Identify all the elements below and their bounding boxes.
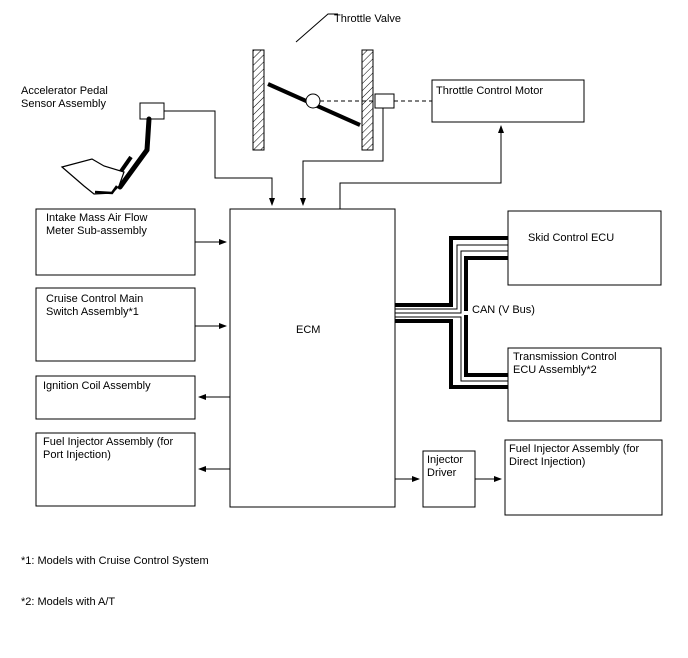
injector-driver-label-line2: Driver — [427, 467, 457, 479]
throttle-control-motor: Throttle Control Motor — [431, 79, 585, 123]
pedal-sensor-box — [139, 102, 165, 120]
signal-lines — [164, 108, 504, 482]
injector-driver-label-line1: Injector — [427, 454, 463, 466]
transmission-control-ecu-label-line1: Transmission Control — [513, 351, 617, 363]
direct-injector-box — [504, 439, 663, 516]
shoe-sole — [94, 185, 119, 195]
throttle-body-wall-right — [361, 49, 374, 151]
cruise-control-switch-label-line2: Switch Assembly*1 — [46, 306, 139, 318]
accelerator-pedal-label-line1: Accelerator Pedal — [21, 85, 108, 97]
maf-meter: Intake Mass Air Flow Meter Sub-assembly — [35, 208, 196, 276]
maf-meter-label-line2: Meter Sub-assembly — [46, 225, 147, 237]
accelerator-pedal-sensor-assembly: Accelerator Pedal Sensor Assembly — [21, 85, 165, 195]
cruise-control-switch: Cruise Control Main Switch Assembly*1 — [35, 287, 196, 362]
cruise-control-switch-label-line1: Cruise Control Main — [46, 293, 143, 305]
ecm-label: ECM — [296, 324, 320, 336]
cruise-control-switch-box — [35, 287, 196, 362]
throttle-valve-label: Throttle Valve — [334, 13, 401, 25]
skid-control-ecu: Skid Control ECU — [507, 210, 662, 286]
throttle-sensor-to-ecm-line — [300, 108, 384, 206]
port-injector-label-line1: Fuel Injector Assembly (for — [43, 436, 174, 448]
throttle-valve-assembly: Throttle Valve — [252, 13, 432, 151]
pedal-to-ecm-line — [164, 110, 275, 206]
can-line-thick-inner-bottom — [464, 315, 508, 377]
can-line-thick-inner-top — [464, 256, 508, 311]
can-bus: CAN (V Bus) — [395, 236, 535, 389]
throttle-valve-leader — [295, 13, 338, 43]
ignition-coil: Ignition Coil Assembly — [35, 375, 196, 420]
can-line-inner-3 — [395, 316, 508, 382]
maf-meter-label-line1: Intake Mass Air Flow — [46, 212, 148, 224]
port-injector: Fuel Injector Assembly (for Port Injecti… — [35, 432, 196, 507]
direct-injector: Fuel Injector Assembly (for Direct Injec… — [504, 439, 663, 516]
port-injector-label-line2: Port Injection) — [43, 449, 111, 461]
throttle-shaft — [305, 93, 321, 109]
can-line-outer-top — [395, 236, 508, 307]
skid-control-ecu-label: Skid Control ECU — [528, 232, 614, 244]
injector-driver-box — [422, 450, 476, 508]
throttle-body-wall-left — [252, 49, 265, 151]
direct-injector-label-line1: Fuel Injector Assembly (for — [509, 443, 640, 455]
throttle-control-motor-box — [431, 79, 585, 123]
transmission-control-ecu: Transmission Control ECU Assembly*2 — [507, 347, 662, 422]
ecm-box — [229, 208, 396, 508]
pedal-arm — [117, 116, 152, 190]
maf-meter-box — [35, 208, 196, 276]
can-bus-label: CAN (V Bus) — [472, 304, 535, 316]
throttle-control-motor-label: Throttle Control Motor — [436, 85, 543, 97]
can-line-outer-bottom — [395, 319, 508, 389]
throttle-position-sensor — [374, 93, 395, 109]
transmission-control-ecu-box — [507, 347, 662, 422]
ignition-coil-box — [35, 375, 196, 420]
foot-icon — [60, 158, 125, 195]
transmission-control-ecu-label-line2: ECU Assembly*2 — [513, 364, 597, 376]
can-line-inner-1 — [395, 244, 508, 310]
ecm-to-throttle-motor-line — [339, 125, 504, 209]
footnote-2: *2: Models with A/T — [21, 596, 115, 608]
accelerator-pedal-label-line2: Sensor Assembly — [21, 98, 106, 110]
port-injector-box — [35, 432, 196, 507]
footnote-1: *1: Models with Cruise Control System — [21, 555, 209, 567]
skid-control-ecu-box — [507, 210, 662, 286]
injector-driver: Injector Driver — [422, 450, 476, 508]
direct-injector-label-line2: Direct Injection) — [509, 456, 585, 468]
footnotes: *1: Models with Cruise Control System *2… — [21, 555, 209, 608]
can-line-inner-2 — [395, 250, 508, 314]
ignition-coil-label: Ignition Coil Assembly — [43, 380, 151, 392]
ecm: ECM — [229, 208, 396, 508]
